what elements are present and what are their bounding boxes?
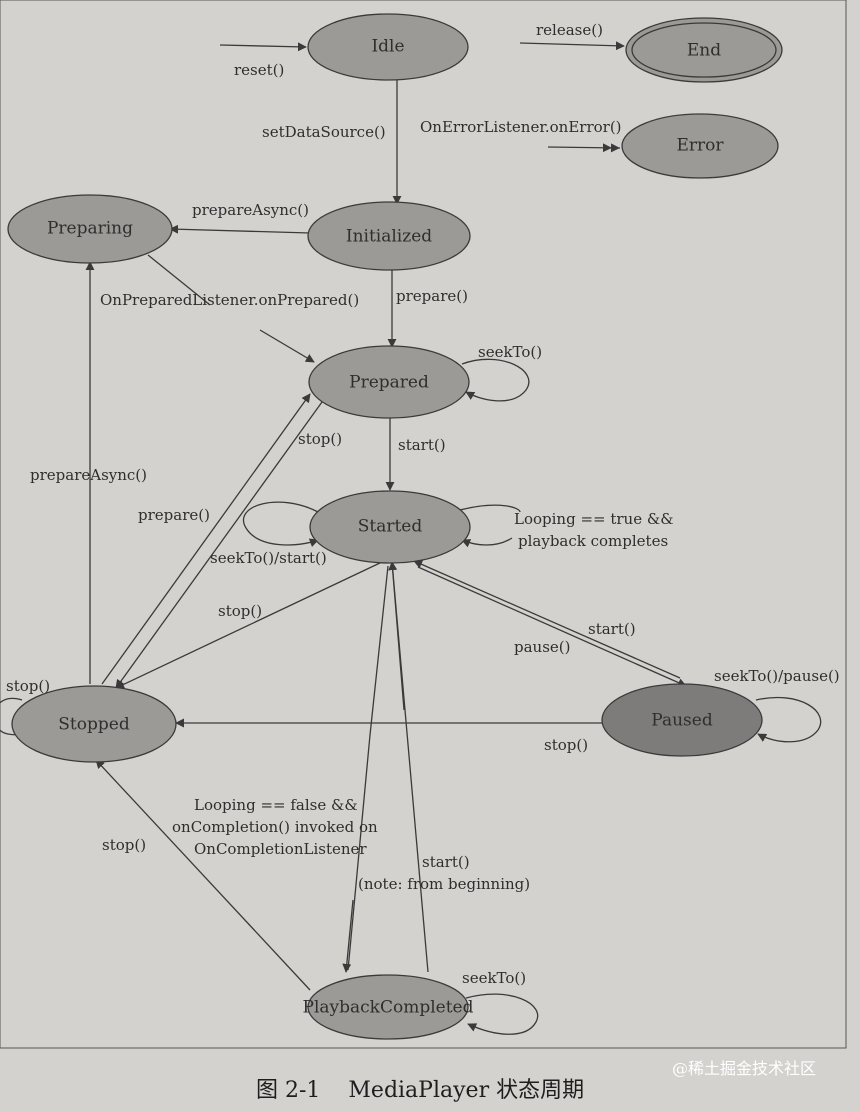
state-started-label: Started (358, 517, 423, 537)
state-error-label: Error (676, 136, 724, 156)
stop-prepared-edge (115, 401, 323, 689)
seekto-start-loop (243, 501, 319, 547)
looping-false-edge-a (347, 734, 371, 971)
label-prepare-init: prepare() (396, 287, 468, 305)
start-completed-edge-b (391, 561, 405, 711)
label-stop-completed: stop() (102, 836, 146, 854)
label-stop-paused: stop() (544, 736, 588, 754)
reset-edge (219, 42, 307, 52)
label-release: release() (536, 21, 603, 39)
looping-false-edge-b (369, 565, 389, 736)
state-error (621, 113, 779, 179)
state-end-inner-ring (631, 22, 777, 78)
onprepared-edge-b (259, 329, 315, 363)
label-start-completed-2: (note: from beginning) (358, 875, 530, 893)
label-start-completed-1: start() (422, 853, 470, 871)
seekto-completed-loop (465, 993, 539, 1035)
prepare-stopped-edge (101, 393, 311, 685)
label-prepareasync-init: prepareAsync() (192, 201, 309, 219)
state-initialized (307, 201, 471, 271)
label-seekto-prepared: seekTo() (478, 343, 542, 361)
state-paused-label: Paused (651, 711, 713, 731)
figure-frame (0, 0, 847, 1049)
state-idle-label: Idle (371, 37, 404, 57)
seekto-prepared-loop (461, 358, 530, 402)
state-started (309, 490, 471, 564)
release-edge (519, 41, 625, 51)
prepareasync-init-edge (169, 224, 311, 234)
label-start-prepared: start() (398, 436, 446, 454)
label-looping-false-2: onCompletion() invoked on (172, 818, 378, 836)
watermark: @稀土掘金技术社区 (672, 1059, 816, 1078)
label-seekto-completed: seekTo() (462, 969, 526, 987)
label-reset: reset() (234, 61, 284, 79)
figure-caption: 图 2-1 MediaPlayer 状态周期 (256, 1078, 584, 1103)
start-paused-edge (413, 560, 681, 679)
state-initialized-label: Initialized (346, 227, 432, 247)
label-setdatasource: setDataSource() (262, 123, 386, 141)
label-onerror: OnErrorListener.onError() (420, 118, 622, 136)
state-paused (601, 683, 763, 757)
label-stop-started: stop() (218, 602, 262, 620)
state-preparing (7, 194, 173, 264)
label-pause: pause() (514, 638, 570, 656)
onprepared-edge-a (147, 254, 211, 306)
label-seekto-pause: seekTo()/pause() (714, 667, 840, 685)
state-prepared-label: Prepared (349, 373, 429, 393)
state-playback-completed (307, 974, 469, 1040)
looping-false-edge-head (342, 899, 354, 973)
label-looping-true-2: playback completes (518, 532, 668, 550)
onerror-edge (547, 143, 621, 153)
label-stop-self: stop() (6, 677, 50, 695)
label-looping-true-1: Looping == true && (514, 510, 674, 528)
state-idle (307, 13, 469, 81)
label-onprepared: OnPreparedListener.onPrepared() (100, 291, 359, 309)
label-start-paused: start() (588, 620, 636, 638)
stop-started-edge (115, 561, 383, 689)
label-prepareasync-stopped: prepareAsync() (30, 466, 147, 484)
looping-true-loop-a (459, 504, 521, 513)
stop-completed-edge (95, 759, 311, 991)
label-prepare-stopped: prepare() (138, 506, 210, 524)
label-looping-false-3: OnCompletionListener (194, 840, 367, 858)
state-preparing-label: Preparing (47, 219, 133, 239)
state-end-label: End (687, 41, 721, 61)
seekto-pause-loop (755, 696, 822, 743)
label-looping-false-1: Looping == false && (194, 796, 358, 814)
looping-true-loop-b (461, 537, 513, 548)
label-seekto-start: seekTo()/start() (210, 549, 327, 567)
state-playback-completed-label: PlaybackCompleted (303, 998, 474, 1018)
state-prepared (308, 345, 470, 419)
state-end (625, 17, 783, 83)
state-stopped-label: Stopped (58, 715, 130, 735)
label-stop-prepared: stop() (298, 430, 342, 448)
state-stopped (11, 685, 177, 763)
pause-edge (417, 566, 687, 687)
